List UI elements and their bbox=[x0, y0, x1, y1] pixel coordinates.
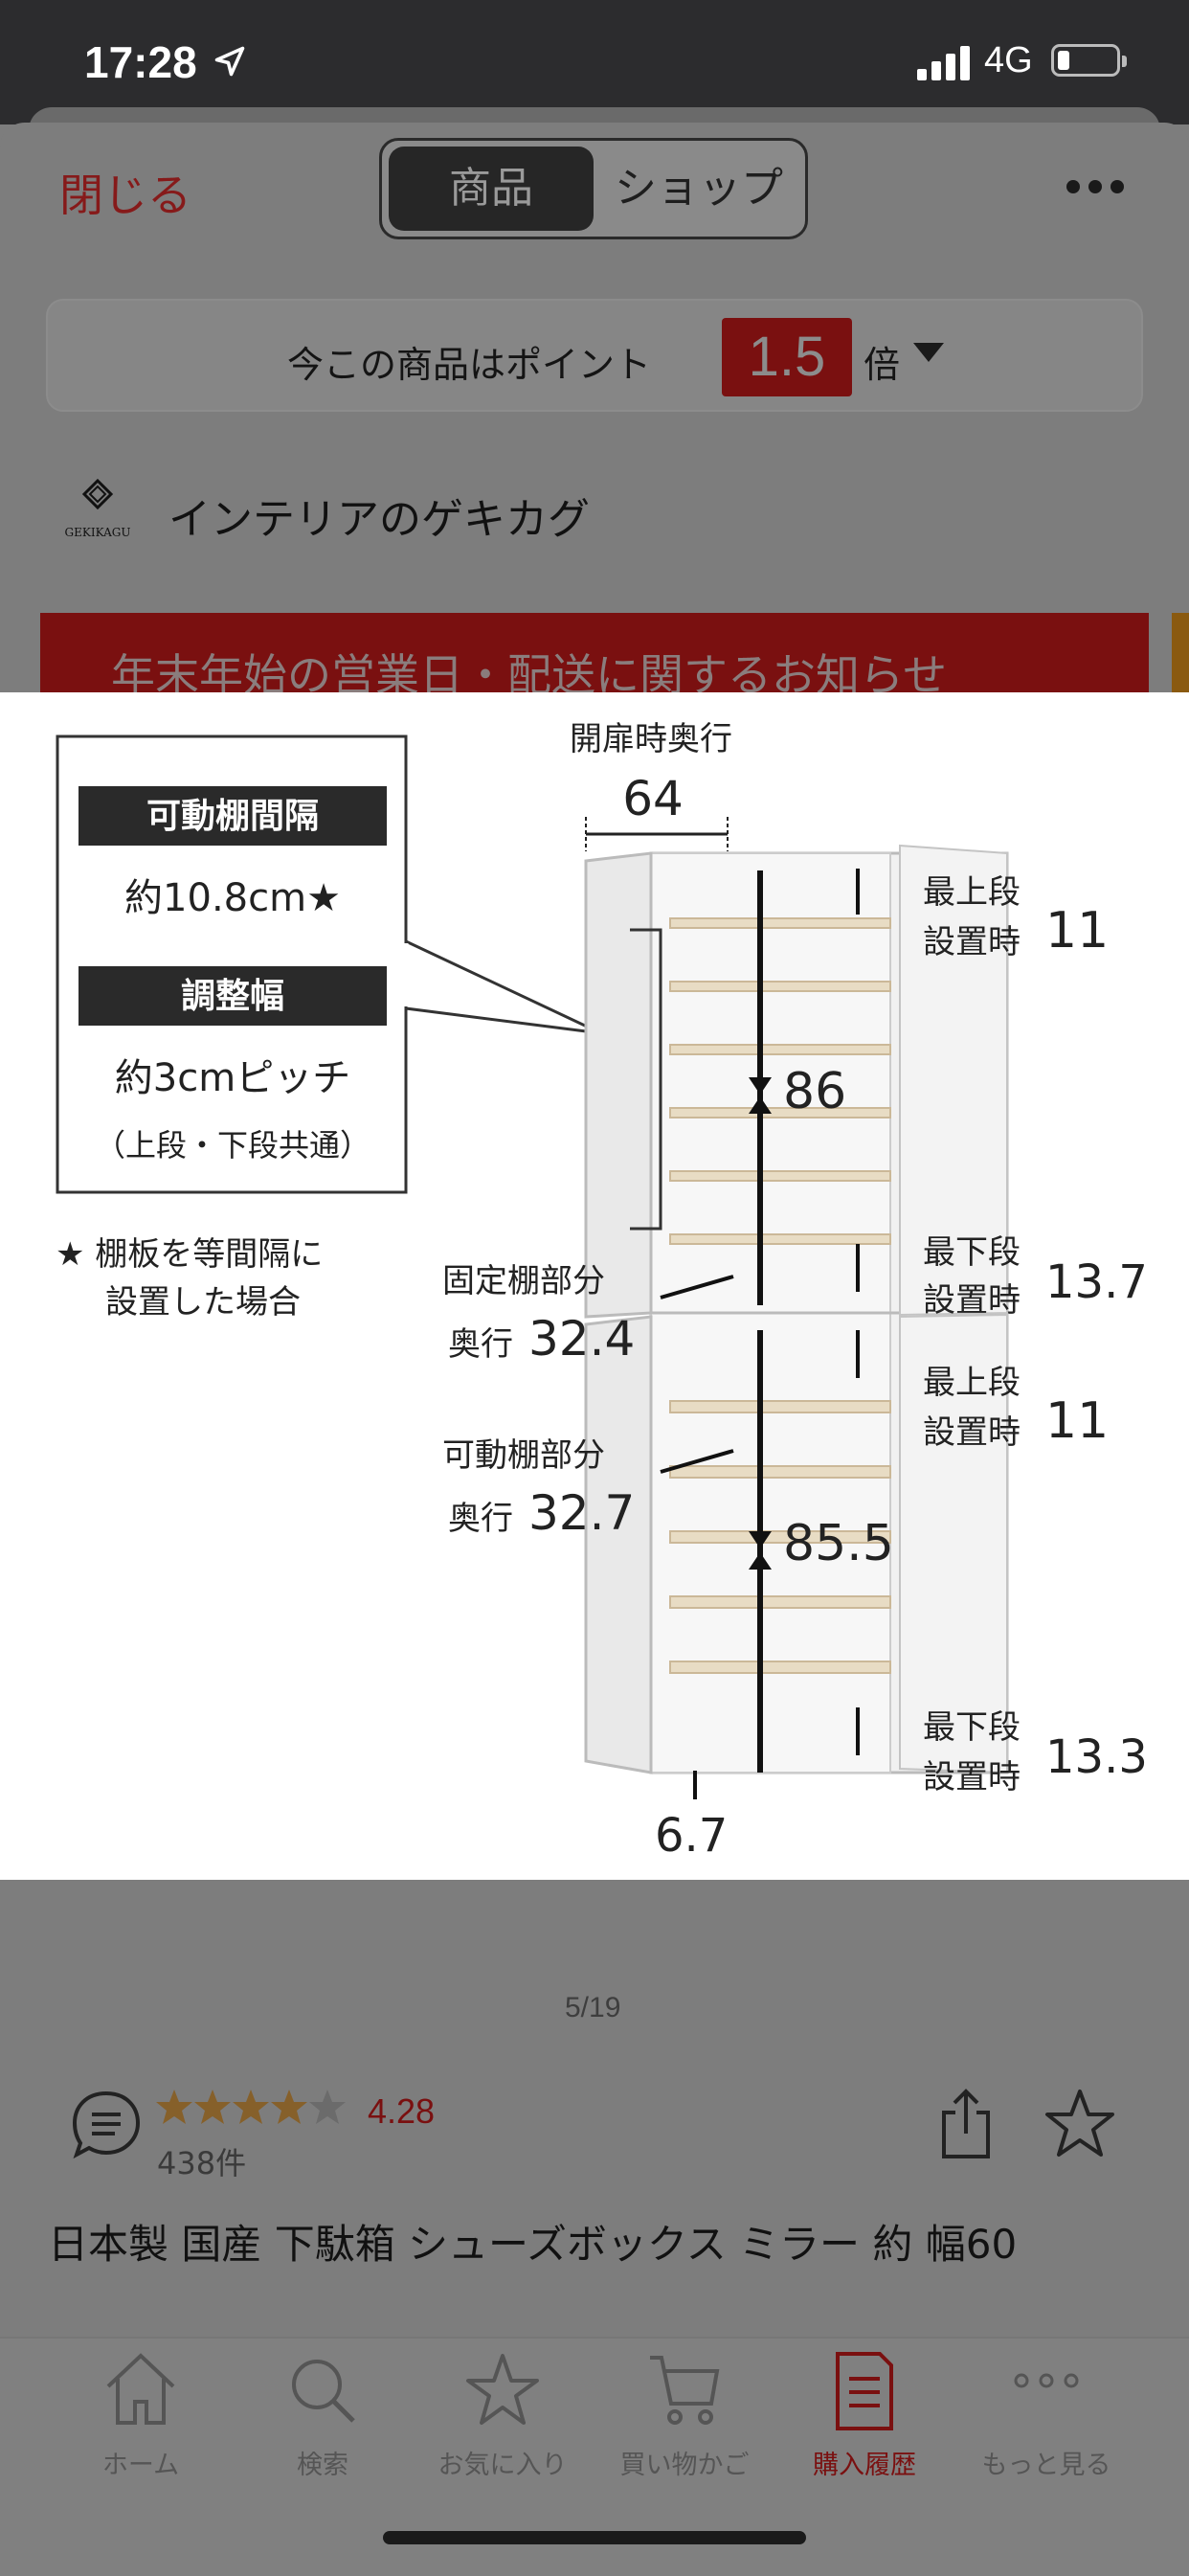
footnote-line2: 設置した場合 bbox=[105, 1283, 301, 1322]
lower-top-label2: 設置時 bbox=[923, 1413, 1021, 1452]
lower-bottom-value: 13.3 bbox=[1045, 1730, 1148, 1784]
upper-height-value: 86 bbox=[783, 1063, 846, 1120]
nav-label-cart: 買い物かご bbox=[619, 2451, 750, 2480]
history-icon bbox=[836, 2352, 893, 2430]
status-time: 17:28 bbox=[84, 37, 197, 87]
upper-top-value: 11 bbox=[1045, 902, 1109, 960]
shop-logo-text: GEKIKAGU bbox=[65, 526, 131, 539]
lower-top-label1: 最上段 bbox=[923, 1364, 1021, 1402]
notice-edge bbox=[1172, 613, 1189, 699]
fixed-depth-value: 32.4 bbox=[528, 1311, 635, 1367]
points-suffix: 倍 bbox=[864, 344, 901, 386]
movable-depth-value: 32.7 bbox=[528, 1485, 635, 1541]
spec-label-shelf-interval: 可動棚間隔 bbox=[146, 797, 319, 836]
movable-depth-label: 奥行 bbox=[448, 1500, 513, 1538]
nav-item-more[interactable]: もっと見る bbox=[955, 2348, 1137, 2492]
nav-item-cart[interactable]: 買い物かご bbox=[594, 2348, 775, 2492]
segmented-control: 商品 ショップ bbox=[379, 138, 808, 239]
tab-product[interactable]: 商品 bbox=[389, 147, 594, 231]
door-open-depth-label: 開扉時奥行 bbox=[570, 720, 732, 758]
spec-label-adjust-width: 調整幅 bbox=[181, 977, 284, 1016]
nav-item-favorites[interactable]: お気に入り bbox=[412, 2348, 594, 2492]
shop-name[interactable]: インテリアのゲキカグ bbox=[168, 495, 590, 544]
product-image[interactable]: 可動棚間隔 約10.8cm★ 調整幅 約3cmピッチ （上段・下段共通） ★ 棚… bbox=[0, 692, 1189, 1880]
status-bar: 17:28 4G bbox=[0, 0, 1189, 124]
spec-note: （上段・下段共通） bbox=[95, 1127, 370, 1164]
tab-shop[interactable]: ショップ bbox=[615, 164, 783, 213]
points-banner[interactable]: 今この商品はポイント 1.5 倍 bbox=[46, 299, 1143, 412]
share-icon[interactable] bbox=[936, 2088, 996, 2160]
upper-top-label2: 設置時 bbox=[923, 923, 1021, 961]
nav-item-search[interactable]: 検索 bbox=[232, 2348, 414, 2492]
location-arrow-icon bbox=[214, 46, 245, 77]
upper-bottom-label1: 最下段 bbox=[923, 1233, 1021, 1272]
nav-label-search: 検索 bbox=[297, 2451, 348, 2480]
footnote-line1: ★ 棚板を等間隔に bbox=[56, 1235, 323, 1274]
points-prefix: 今この商品はポイント bbox=[287, 344, 652, 386]
more-options-icon[interactable] bbox=[1066, 180, 1124, 199]
nav-label-favorites: お気に入り bbox=[437, 2451, 568, 2480]
signal-icon bbox=[917, 46, 971, 80]
close-button[interactable]: 閉じる bbox=[59, 169, 191, 221]
upper-bottom-value: 13.7 bbox=[1045, 1255, 1148, 1309]
spec-value-adjust-width: 約3cmピッチ bbox=[115, 1056, 350, 1100]
search-icon bbox=[292, 2360, 355, 2423]
home-indicator[interactable] bbox=[383, 2531, 806, 2544]
lower-bottom-label2: 設置時 bbox=[923, 1758, 1021, 1796]
shop-logo[interactable]: GEKIKAGU bbox=[54, 477, 142, 544]
door-open-depth-value: 64 bbox=[622, 771, 684, 826]
base-height-value: 6.7 bbox=[655, 1809, 728, 1863]
fixed-shelf-label: 固定棚部分 bbox=[442, 1262, 605, 1300]
notice-banner[interactable]: 年末年始の営業日・配送に関するお知らせ bbox=[40, 613, 1149, 699]
fixed-depth-label: 奥行 bbox=[448, 1325, 513, 1364]
review-chat-icon[interactable] bbox=[69, 2088, 144, 2162]
chevron-down-icon bbox=[913, 343, 944, 362]
image-counter: 5/19 bbox=[565, 1992, 621, 2023]
movable-shelf-label: 可動棚部分 bbox=[442, 1436, 605, 1475]
product-title: 日本製 国産 下駄箱 シューズボックス ミラー 約 幅60 bbox=[48, 2221, 1018, 2268]
more-icon bbox=[1014, 2373, 1079, 2388]
lower-height-value: 85.5 bbox=[783, 1515, 894, 1572]
network-type: 4G bbox=[984, 40, 1033, 80]
nav-item-home[interactable]: ホーム bbox=[50, 2348, 232, 2492]
upper-top-label1: 最上段 bbox=[923, 873, 1021, 912]
rating-stars bbox=[156, 2090, 346, 2124]
nav-label-history: 購入履歴 bbox=[813, 2451, 916, 2480]
home-icon bbox=[106, 2353, 175, 2425]
upper-bottom-label2: 設置時 bbox=[923, 1281, 1021, 1320]
battery-icon bbox=[1051, 44, 1127, 77]
star-icon bbox=[466, 2354, 539, 2425]
review-count[interactable]: 438件 bbox=[157, 2145, 247, 2181]
favorite-star-icon[interactable] bbox=[1043, 2088, 1116, 2160]
rating-value: 4.28 bbox=[368, 2091, 436, 2131]
cart-icon bbox=[650, 2356, 720, 2425]
points-multiplier: 1.5 bbox=[722, 318, 852, 396]
lower-top-value: 11 bbox=[1045, 1392, 1109, 1450]
nav-label-more: もっと見る bbox=[981, 2451, 1111, 2480]
nav-item-history[interactable]: 購入履歴 bbox=[774, 2348, 955, 2492]
spec-value-shelf-interval: 約10.8cm★ bbox=[124, 876, 341, 920]
lower-bottom-label1: 最下段 bbox=[923, 1708, 1021, 1747]
notice-text: 年末年始の営業日・配送に関するお知らせ bbox=[111, 649, 948, 699]
nav-label-home: ホーム bbox=[101, 2451, 180, 2480]
shoe-cabinet-diagram: 可動棚間隔 約10.8cm★ 調整幅 約3cmピッチ （上段・下段共通） ★ 棚… bbox=[56, 720, 1148, 1863]
